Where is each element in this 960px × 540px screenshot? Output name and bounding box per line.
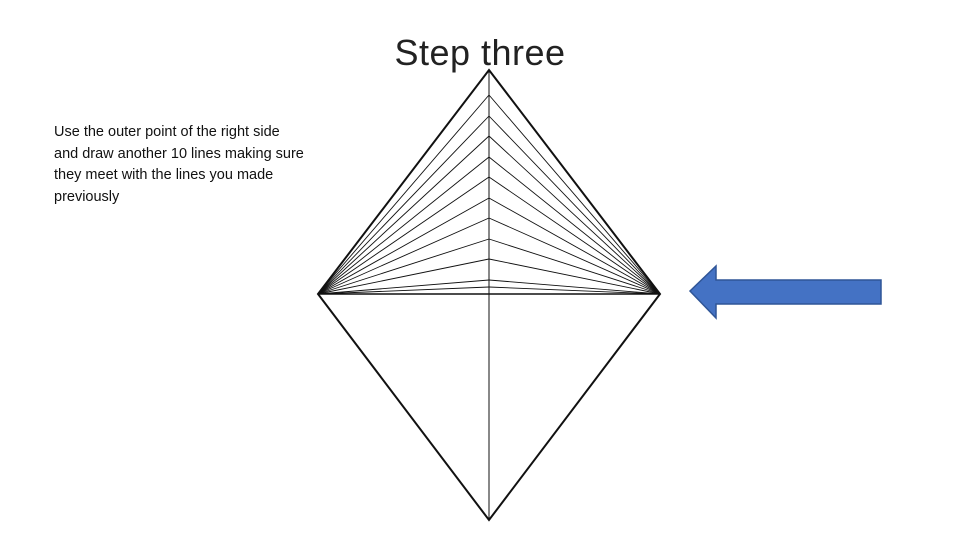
fan-line: [317, 115, 490, 295]
fan-line: [317, 197, 490, 295]
page-title: Step three: [394, 32, 566, 73]
fan-line: [488, 286, 661, 295]
fan-line: [488, 258, 661, 295]
fan-lines: [317, 94, 661, 295]
fan-line: [317, 94, 490, 295]
fan-line: [317, 238, 490, 295]
fan-line: [488, 94, 661, 295]
fan-line: [317, 286, 490, 295]
fan-line: [317, 135, 490, 295]
instruction-text: Use the outer point of the right side an…: [54, 124, 304, 205]
fan-line: [488, 176, 661, 295]
fan-line: [317, 217, 490, 295]
left-arrow-icon: [688, 264, 882, 320]
fan-line: [317, 279, 490, 295]
fan-line: [317, 258, 490, 295]
fan-line: [317, 176, 490, 295]
fan-line: [488, 156, 661, 295]
fan-line: [488, 238, 661, 295]
fan-line: [488, 115, 661, 295]
fan-line: [317, 156, 490, 295]
fan-line: [488, 197, 661, 295]
fan-line: [488, 135, 661, 295]
fan-line: [488, 217, 661, 295]
fan-line: [488, 279, 661, 295]
